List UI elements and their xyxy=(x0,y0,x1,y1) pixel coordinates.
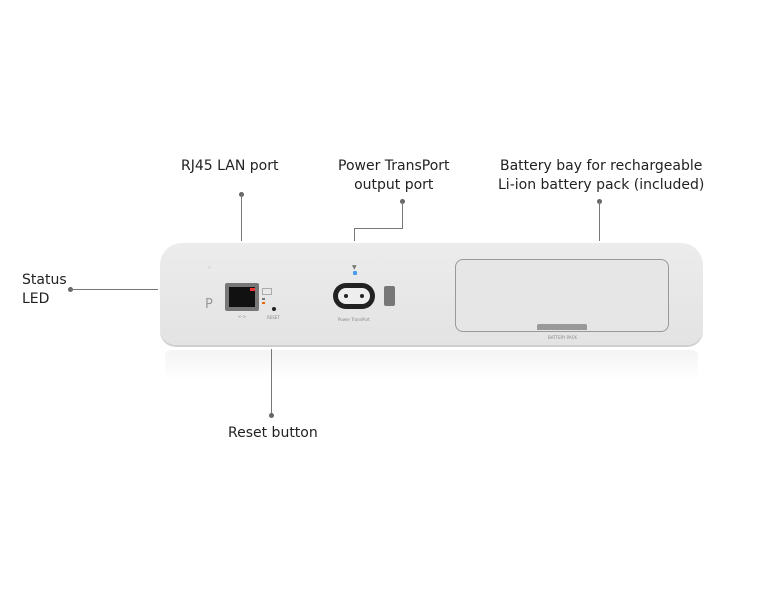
callout-text: LED xyxy=(22,291,50,307)
battery-label: BATTERY PACK xyxy=(548,335,577,340)
device-body: P <-> RESET ▼ Power TransPort BATTERY PA… xyxy=(160,243,703,345)
reset-button[interactable] xyxy=(272,307,276,311)
callout-text: Power TransPort xyxy=(338,158,450,174)
power-port-label: Power TransPort xyxy=(338,317,370,322)
callout-battery-bay: Battery bay for rechargeable Li-ion batt… xyxy=(498,157,704,195)
callout-text: output port xyxy=(354,177,434,193)
callout-dot xyxy=(269,413,274,418)
callout-line xyxy=(241,194,242,241)
transport-led xyxy=(353,271,357,275)
led-indicator xyxy=(262,302,265,304)
led-indicator xyxy=(262,298,265,300)
callout-line xyxy=(354,228,355,241)
reset-label: RESET xyxy=(267,315,280,320)
callout-line xyxy=(402,201,403,228)
callout-text: Li-ion battery pack (included) xyxy=(498,177,705,193)
callout-reset: Reset button xyxy=(228,425,318,441)
callout-line xyxy=(70,289,158,290)
wifi-icon: ▼ xyxy=(352,264,357,271)
callout-text: Battery bay for rechargeable xyxy=(499,158,703,174)
power-symbol: P xyxy=(205,297,213,312)
callout-line xyxy=(599,201,600,241)
callout-line xyxy=(354,228,403,229)
power-transport-port xyxy=(333,283,375,309)
callout-line xyxy=(271,349,272,415)
callout-rj45: RJ45 LAN port xyxy=(181,158,279,174)
callout-power-transport: Power TransPort output port xyxy=(338,157,450,195)
battery-bay-cover[interactable] xyxy=(455,259,669,332)
battery-release-tab[interactable] xyxy=(537,324,587,330)
lan-port-label: <-> xyxy=(238,314,247,319)
status-led xyxy=(208,266,211,269)
callout-status-led: Status LED xyxy=(22,271,67,309)
rj45-port xyxy=(225,283,259,311)
port-status-leds xyxy=(262,288,272,295)
device-reflection xyxy=(165,350,698,380)
callout-text: Status xyxy=(22,272,67,288)
latch[interactable] xyxy=(384,286,395,306)
